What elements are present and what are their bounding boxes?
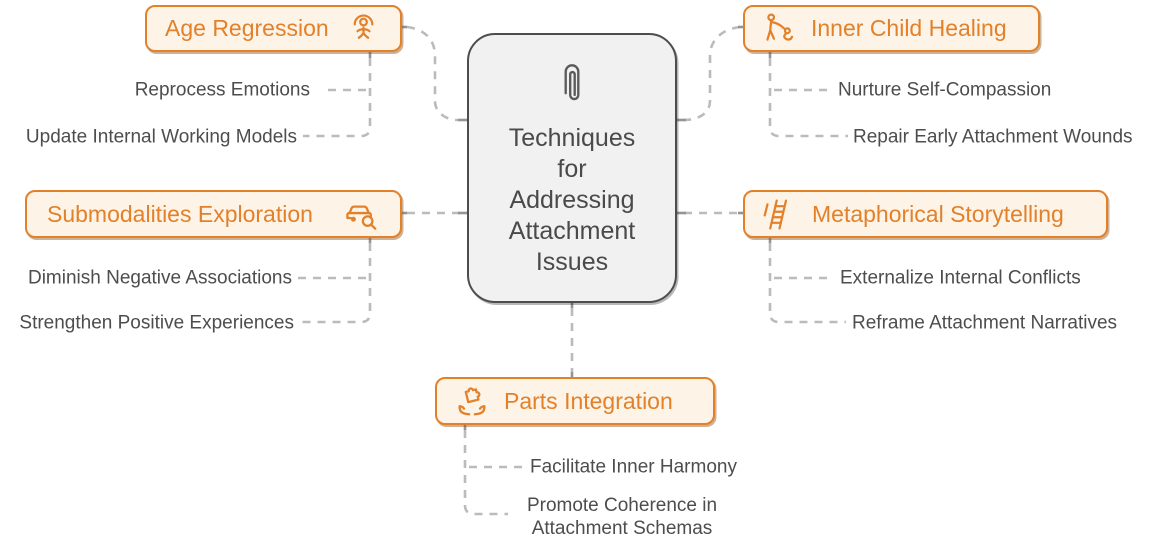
branch-node-inner-child-healing[interactable]: Inner Child Healing — [743, 5, 1040, 52]
branch-label: Age Regression — [165, 15, 329, 41]
subtopic-externalize-internal-conflicts[interactable]: Externalize Internal Conflicts — [840, 267, 1081, 289]
title-line: Attachment — [508, 217, 636, 245]
paperclip-icon — [554, 57, 590, 115]
subtopic-update-internal-working-models[interactable]: Update Internal Working Models — [25, 126, 297, 148]
connector-age-to-center — [406, 25, 459, 122]
title-line: for — [557, 155, 587, 183]
subtopic-diminish-negative-associations[interactable]: Diminish Negative Associations — [27, 267, 292, 289]
subtopic-reframe-attachment-narratives[interactable]: Reframe Attachment Narratives — [852, 312, 1118, 334]
title-line: Techniques — [508, 124, 636, 152]
spine-parts-subs — [463, 430, 508, 516]
branch-node-age-regression[interactable]: Age Regression — [145, 5, 402, 52]
spine-submodalities-subs — [300, 243, 372, 324]
ladder-icon — [761, 196, 798, 233]
subtopic-strengthen-positive-experiences[interactable]: Strengthen Positive Experiences — [19, 312, 294, 334]
title-line: Issues — [535, 248, 609, 276]
central-topic-node[interactable]: Techniques for Addressing Attachment Iss… — [467, 33, 677, 303]
central-topic-title: Techniques for Addressing Attachment Iss… — [509, 123, 635, 278]
subtopic-reprocess-emotions[interactable]: Reprocess Emotions — [134, 79, 310, 101]
branch-label: Parts Integration — [504, 387, 673, 414]
title-line: Addressing — [509, 186, 635, 214]
branch-label: Submodalities Exploration — [47, 200, 313, 227]
puzzle-hands-icon — [453, 382, 491, 420]
connector-innerchild-to-center — [683, 25, 741, 122]
branch-label: Inner Child Healing — [811, 15, 1007, 41]
branch-label: Metaphorical Storytelling — [812, 200, 1064, 227]
spine-metaphorical-subs — [768, 243, 846, 324]
branch-node-metaphorical-storytelling[interactable]: Metaphorical Storytelling — [743, 190, 1108, 238]
spine-innerchild-subs — [768, 58, 848, 138]
branch-node-parts-integration[interactable]: Parts Integration — [435, 377, 715, 425]
helping-child-icon — [761, 10, 798, 47]
branch-node-submodalities-exploration[interactable]: Submodalities Exploration — [25, 190, 402, 238]
baby-icon — [345, 10, 382, 47]
spine-age-subs — [303, 58, 372, 138]
subtopic-repair-early-attachment-wounds[interactable]: Repair Early Attachment Wounds — [853, 126, 1133, 148]
car-search-icon — [342, 195, 380, 233]
subtopic-promote-coherence[interactable]: Promote Coherence in Attachment Schemas — [526, 495, 718, 539]
subtopic-nurture-self-compassion[interactable]: Nurture Self-Compassion — [838, 79, 1052, 101]
subtopic-facilitate-inner-harmony[interactable]: Facilitate Inner Harmony — [530, 456, 737, 478]
